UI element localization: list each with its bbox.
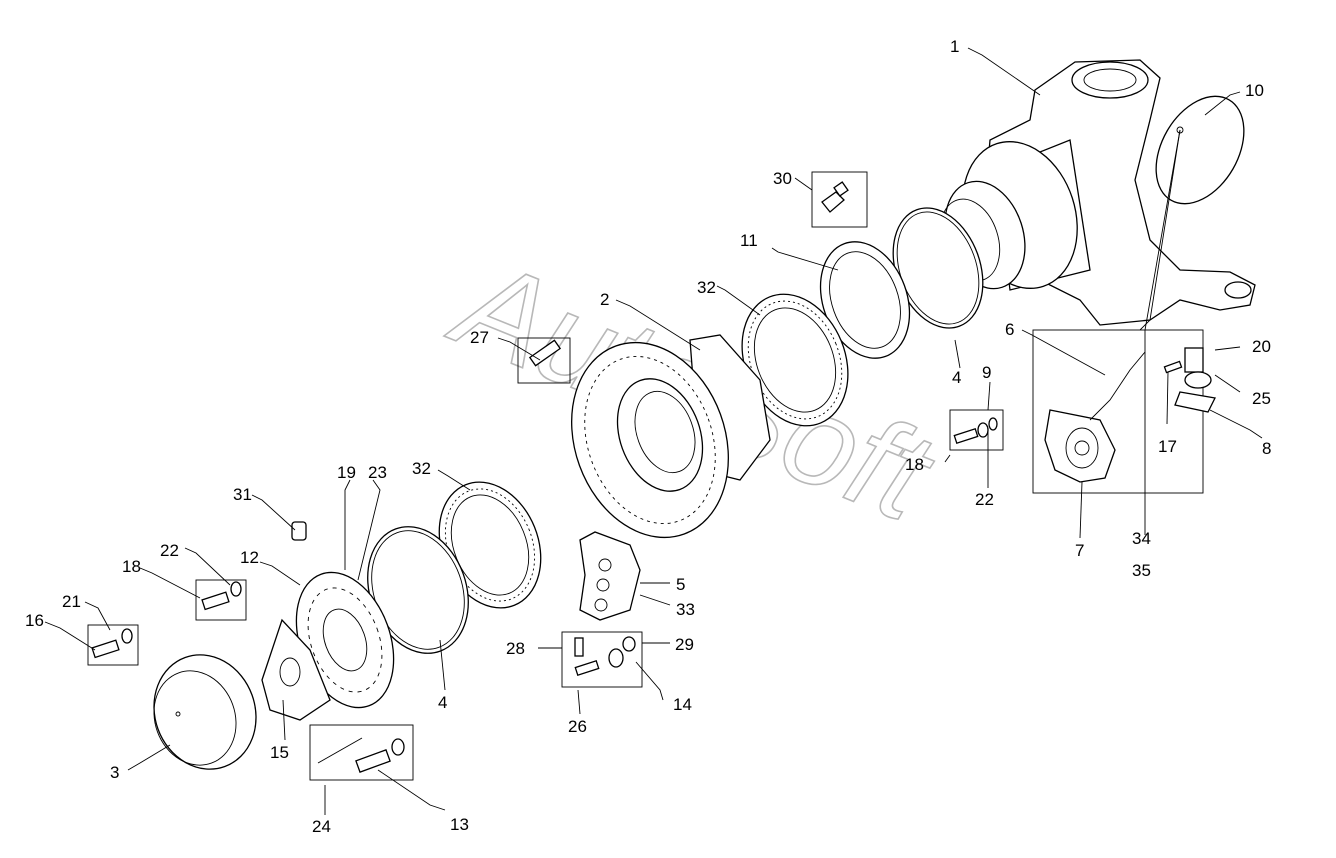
callout-35: 35 [1132,561,1151,580]
callout-23: 23 [368,463,387,482]
callout-32-upper: 32 [697,278,716,297]
callout-28: 28 [506,639,525,658]
part-sensor-assembly [1032,329,1216,494]
callout-34: 34 [1132,529,1151,548]
callout-24: 24 [312,817,331,836]
part-end-cap [153,654,257,770]
part-bolt-group-left-lower [87,624,139,666]
callout-12: 12 [240,548,259,567]
callout-29: 29 [675,635,694,654]
callout-33: 33 [676,600,695,619]
callout-15: 15 [270,743,289,762]
callout-3: 3 [110,763,119,782]
part-bracket-plate [261,618,331,721]
callout-30: 30 [773,169,792,188]
part-plug [291,521,307,541]
part-seal [819,241,911,359]
callout-13: 13 [450,815,469,834]
callout-19: 19 [337,463,356,482]
part-cover-disc [1155,95,1245,205]
part-bolt-group-left-upper [195,579,247,621]
callout-2: 2 [600,290,609,309]
part-hub [571,334,771,539]
callout-7: 7 [1075,541,1084,560]
callout-5: 5 [676,575,685,594]
callout-10: 10 [1245,81,1264,100]
callout-6: 6 [1005,320,1014,339]
callout-14: 14 [673,695,692,714]
callout-labels: 1 2 3 4 4 5 6 7 8 9 10 11 12 13 14 15 16… [25,37,1271,836]
callout-4-upper: 4 [952,368,961,387]
part-pin-bolt-group [309,724,414,781]
callout-25: 25 [1252,389,1271,408]
part-brake-shoe [579,531,641,621]
part-breather [811,171,868,228]
callout-32-lower: 32 [412,459,431,478]
callout-22-right: 22 [975,490,994,509]
part-bolt-group-center [561,631,643,688]
part-bolt-group-right [949,409,1004,451]
part-steering-knuckle [939,59,1256,326]
callout-1: 1 [950,37,959,56]
callout-21: 21 [62,592,81,611]
leader-lines [44,47,1263,815]
callout-26: 26 [568,717,587,736]
callout-9: 9 [982,363,991,382]
part-stud [517,337,571,384]
callout-18-left: 18 [122,557,141,576]
callout-11: 11 [740,231,758,250]
callout-18-right: 18 [905,455,924,474]
callout-20: 20 [1252,337,1271,356]
callout-8: 8 [1262,439,1271,458]
callout-4-lower: 4 [438,693,447,712]
callout-16: 16 [25,611,44,630]
callout-31: 31 [233,485,252,504]
callout-22-left: 22 [160,541,179,560]
callout-17: 17 [1158,437,1177,456]
callout-27: 27 [470,328,489,347]
